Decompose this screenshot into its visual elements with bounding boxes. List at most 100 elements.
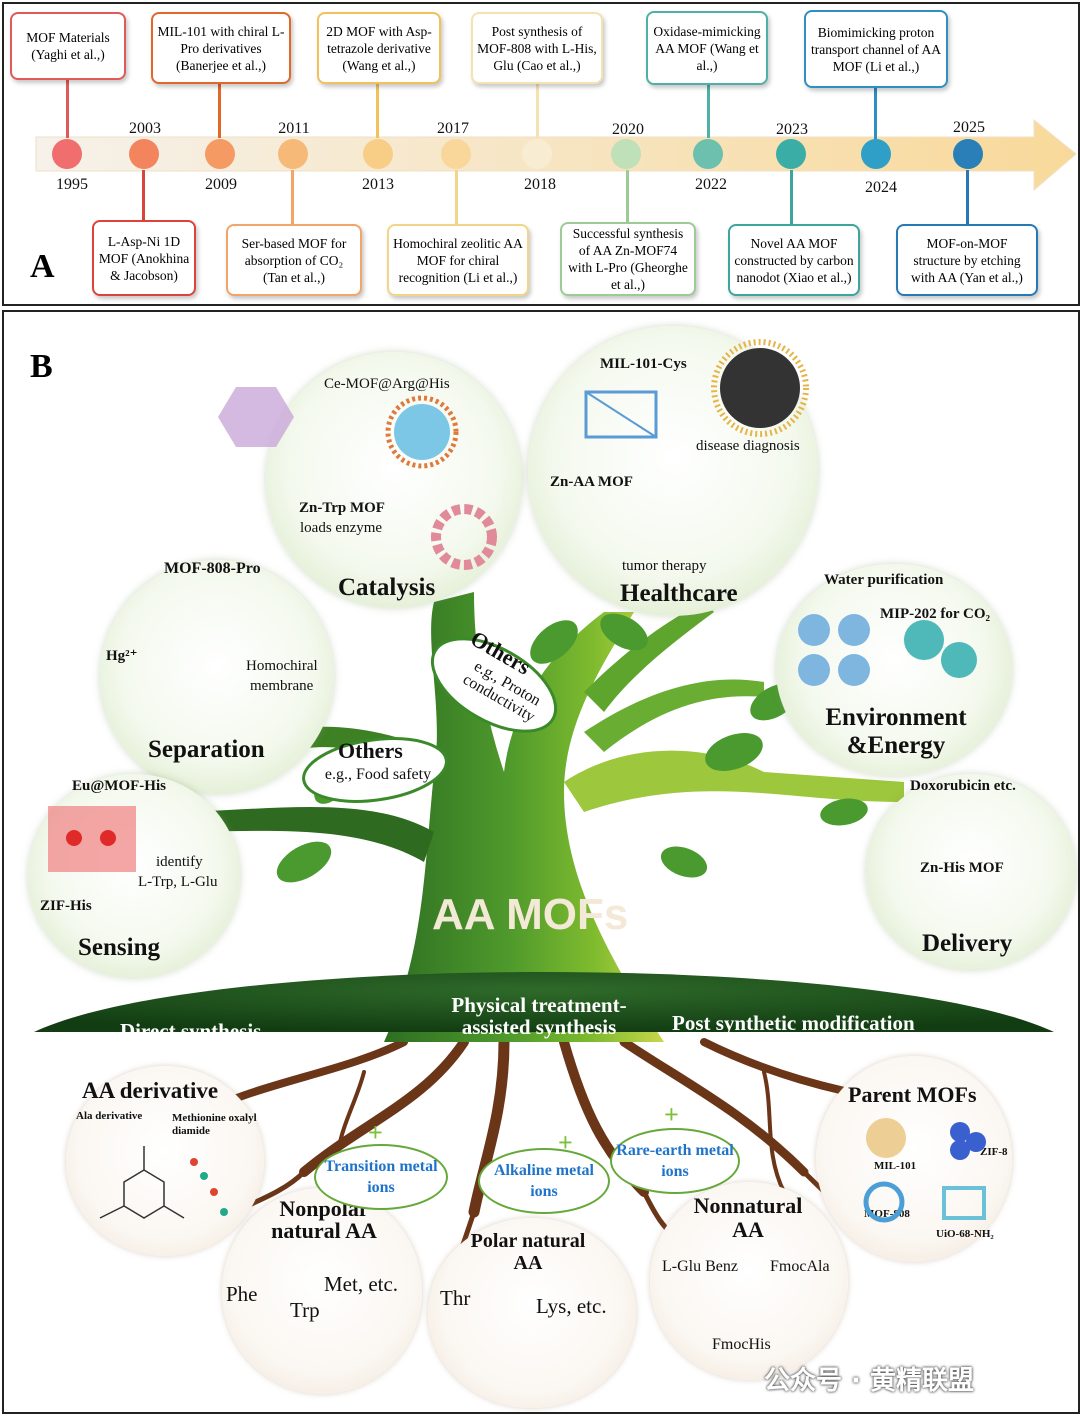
- center-title: AA MOFs: [432, 890, 629, 939]
- sensing-item: ZIF-His: [40, 898, 92, 914]
- others-leaf-food: [302, 737, 448, 803]
- timeline-dot: [129, 139, 159, 169]
- timeline-event-box: Homochiral zeolitic AA MOF for chiral re…: [387, 224, 529, 296]
- polar-item: Lys, etc.: [536, 1294, 607, 1318]
- panel-b-label: B: [30, 348, 53, 385]
- timeline-dot: [205, 139, 235, 169]
- timeline-dot: [52, 139, 82, 169]
- separation-item: Homochiral: [246, 658, 318, 674]
- nonpolar-item: Trp: [290, 1298, 320, 1322]
- year-label: 2025: [953, 119, 985, 136]
- year-label: 2023: [776, 121, 808, 138]
- metal-alkaline: Alkaline metal ions: [478, 1148, 610, 1214]
- plus-icon: +: [368, 1118, 383, 1147]
- catalysis-item: loads enzyme: [300, 520, 383, 536]
- timeline-dot: [953, 139, 983, 169]
- separation-title: Separation: [148, 736, 265, 763]
- framework-icon: [584, 390, 658, 439]
- catalysis-item: Zn-Trp MOF: [299, 500, 385, 516]
- catalysis-title: Catalysis: [338, 574, 436, 601]
- connector: [455, 170, 458, 226]
- healthcare-title: Healthcare: [620, 580, 738, 607]
- timeline-event-box: L-Asp-Ni 1D MOF (Anokhina & Jacobson): [92, 220, 196, 296]
- timeline-event-box: MOF Materials (Yaghi et al.,): [10, 12, 126, 80]
- connector: [142, 170, 145, 222]
- year-label: 2003: [129, 120, 161, 137]
- delivery-title: Delivery: [922, 930, 1013, 957]
- separation-item: MOF-808-Pro: [164, 560, 261, 577]
- environment-item: MIP-202 for CO₂: [880, 606, 991, 622]
- connector: [966, 170, 969, 226]
- year-label: 2009: [205, 176, 237, 193]
- panel-a-label: A: [30, 248, 55, 285]
- panel-a-timeline: A 2003 2011 2017 2020 2023 2025 1995 200…: [2, 2, 1080, 306]
- parent-mofs-item: ZIF-8: [980, 1146, 1008, 1158]
- timeline-dot: [861, 139, 891, 169]
- nonnatural-item: FmocAla: [770, 1258, 830, 1275]
- aa-derivative-item: Ala derivative: [76, 1110, 143, 1122]
- delivery-circle: [866, 774, 1076, 970]
- catalysis-item: Ce-MOF@Arg@His: [324, 376, 450, 392]
- year-label: 2013: [362, 176, 394, 193]
- nonnatural-item: FmocHis: [712, 1336, 771, 1353]
- separation-item: Hg²⁺: [106, 648, 138, 664]
- year-label: 2024: [865, 179, 897, 196]
- separation-circle: [100, 560, 334, 794]
- timeline-dot: [522, 139, 552, 169]
- nonnatural-item: L-Glu Benz: [662, 1258, 738, 1275]
- connector: [218, 84, 221, 138]
- panel-b-tree: B: [2, 310, 1080, 1414]
- connector: [376, 84, 379, 138]
- parent-mofs-item: MIL-101: [874, 1160, 917, 1172]
- timeline-arrow: [35, 118, 1077, 192]
- timeline-dot: [693, 139, 723, 169]
- molecule-structure: [99, 1146, 228, 1219]
- timeline-dot: [278, 139, 308, 169]
- synthesis-post: Post synthetic modification: [672, 1011, 915, 1035]
- plus-icon: +: [664, 1100, 679, 1129]
- healthcare-item: disease diagnosis: [696, 438, 800, 454]
- mof-lattice-icon: [798, 614, 977, 686]
- nonnatural-circle: [650, 1182, 848, 1380]
- sensing-item: L-Trp, L-Glu: [138, 874, 218, 890]
- polar-title: Polar natural AA: [470, 1230, 586, 1274]
- aa-derivative-item: Methionine oxalyl diamide: [172, 1112, 257, 1137]
- sensing-item: identify: [156, 854, 203, 870]
- year-label: 2017: [437, 120, 469, 137]
- timeline-event-box: Oxidase-mimicking AA MOF (Wang et al.,): [646, 11, 768, 85]
- metal-rare-earth: Rare-earth metal ions: [610, 1128, 740, 1194]
- timeline-event-box: Ser-based MOF for absorption of CO₂ (Tan…: [226, 224, 362, 296]
- mof-crystal-icon: [218, 387, 294, 447]
- year-label: 2011: [278, 120, 310, 137]
- aa-derivative-title: AA derivative: [82, 1078, 219, 1103]
- delivery-item: Doxorubicin etc.: [910, 778, 1016, 794]
- synthesis-direct: Direct synthesis: [120, 1019, 262, 1043]
- delivery-item: Zn-His MOF: [920, 860, 1004, 876]
- timeline-event-box: MIL-101 with chiral L-Pro derivatives (B…: [151, 12, 291, 84]
- others-sub: e.g., Food safety: [324, 766, 432, 783]
- year-label: 2018: [524, 176, 556, 193]
- connector: [790, 170, 793, 226]
- environment-title: Environment &Energy: [825, 704, 967, 759]
- synthesis-physical: Physical treatment-assisted synthesis: [451, 993, 627, 1039]
- timeline-event-box: Biomimicking proton transport channel of…: [804, 10, 948, 88]
- nanosphere-icon: [711, 339, 809, 437]
- timeline-event-box: MOF-on-MOF structure by etching with AA …: [896, 224, 1038, 296]
- connector: [291, 170, 294, 226]
- nonpolar-item: Phe: [226, 1282, 258, 1306]
- connector: [874, 86, 877, 140]
- others-title: Others: [338, 738, 403, 763]
- connector: [707, 84, 710, 138]
- parent-mofs-circle: [816, 1056, 1012, 1262]
- timeline-event-box: Successful synthesis of AA Zn-MOF74 with…: [560, 222, 696, 296]
- connector: [536, 84, 539, 138]
- nonpolar-item: Met, etc.: [324, 1272, 399, 1296]
- year-label: 2020: [612, 121, 644, 138]
- year-label: 2022: [695, 176, 727, 193]
- nonnatural-title: Nonnatural AA: [693, 1193, 803, 1242]
- watermark: 公众号 · 黄精联盟: [764, 1366, 974, 1396]
- healthcare-item: tumor therapy: [622, 558, 707, 574]
- environment-item: Water purification: [824, 572, 944, 588]
- aa-derivative-circle: [66, 1066, 264, 1256]
- polar-circle: [428, 1218, 636, 1408]
